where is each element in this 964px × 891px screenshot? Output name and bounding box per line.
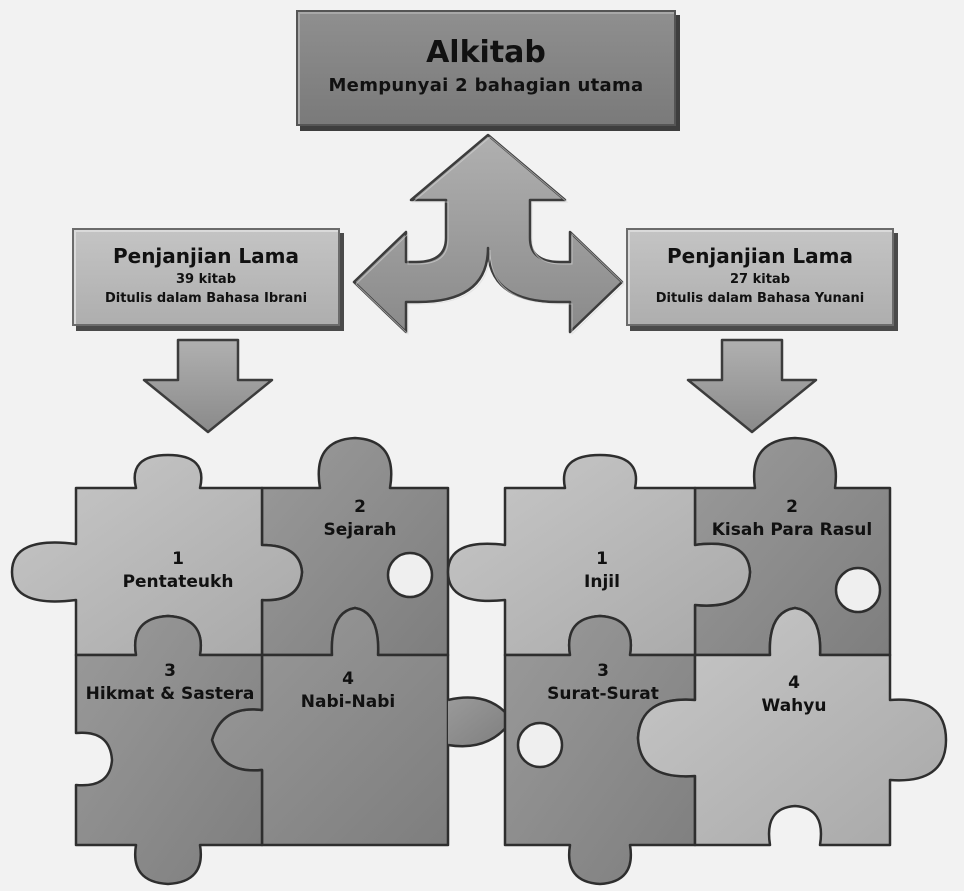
left-testament-title: Penjanjian Lama [112,244,300,268]
piece-number: 1 [596,549,608,569]
root-box: Alkitab Mempunyai 2 bahagian utama [296,10,676,126]
puzzle-piece-wahyu [636,606,948,847]
piece-label-wahyu: 4 Wahyu [762,672,827,718]
left-testament-count: 39 kitab [175,272,236,287]
piece-label-surat: 3 Surat-Surat [547,660,659,706]
piece-number: 4 [342,669,354,689]
piece-label-nabi: 4 Nabi-Nabi [301,668,395,714]
three-way-arrow [352,133,625,336]
left-testament-language: Ditulis dalam Bahasa Ibrani [104,291,308,306]
puzzle-group-left [10,436,514,886]
piece-label-sejarah: 2 Sejarah [323,496,396,542]
piece-number: 3 [597,661,609,681]
root-title: Alkitab [426,35,546,70]
piece-number: 3 [164,661,176,681]
piece-label-kisah: 2 Kisah Para Rasul [712,496,872,542]
piece-number: 2 [786,497,798,517]
piece-number: 4 [788,673,800,693]
left-testament-box: Penjanjian Lama 39 kitab Ditulis dalam B… [72,228,340,326]
puzzle-piece-hikmat [74,614,264,886]
root-subtitle: Mempunyai 2 bahagian utama [328,75,644,96]
right-testament-box: Penjanjian Lama 27 kitab Ditulis dalam B… [626,228,894,326]
piece-name: Hikmat & Sastera [85,684,255,704]
piece-name: Surat-Surat [547,684,659,704]
piece-name: Sejarah [323,520,397,540]
down-arrow-right [686,338,818,434]
piece-label-injil: 1 Injil [584,548,620,594]
piece-name: Pentateukh [122,572,234,592]
right-testament-title: Penjanjian Lama [666,244,854,268]
piece-label-pentateukh: 1 Pentateukh [123,548,234,594]
piece-name: Kisah Para Rasul [711,520,873,540]
right-testament-count: 27 kitab [729,272,790,287]
piece-number: 1 [172,549,184,569]
piece-name: Injil [584,572,620,592]
right-testament-language: Ditulis dalam Bahasa Yunani [655,291,865,306]
piece-name: Wahyu [761,696,827,716]
piece-label-hikmat: 3 Hikmat & Sastera [86,660,255,706]
piece-name: Nabi-Nabi [300,692,396,712]
down-arrow-left [142,338,274,434]
piece-number: 2 [354,497,366,517]
puzzle-group-right [446,436,948,886]
